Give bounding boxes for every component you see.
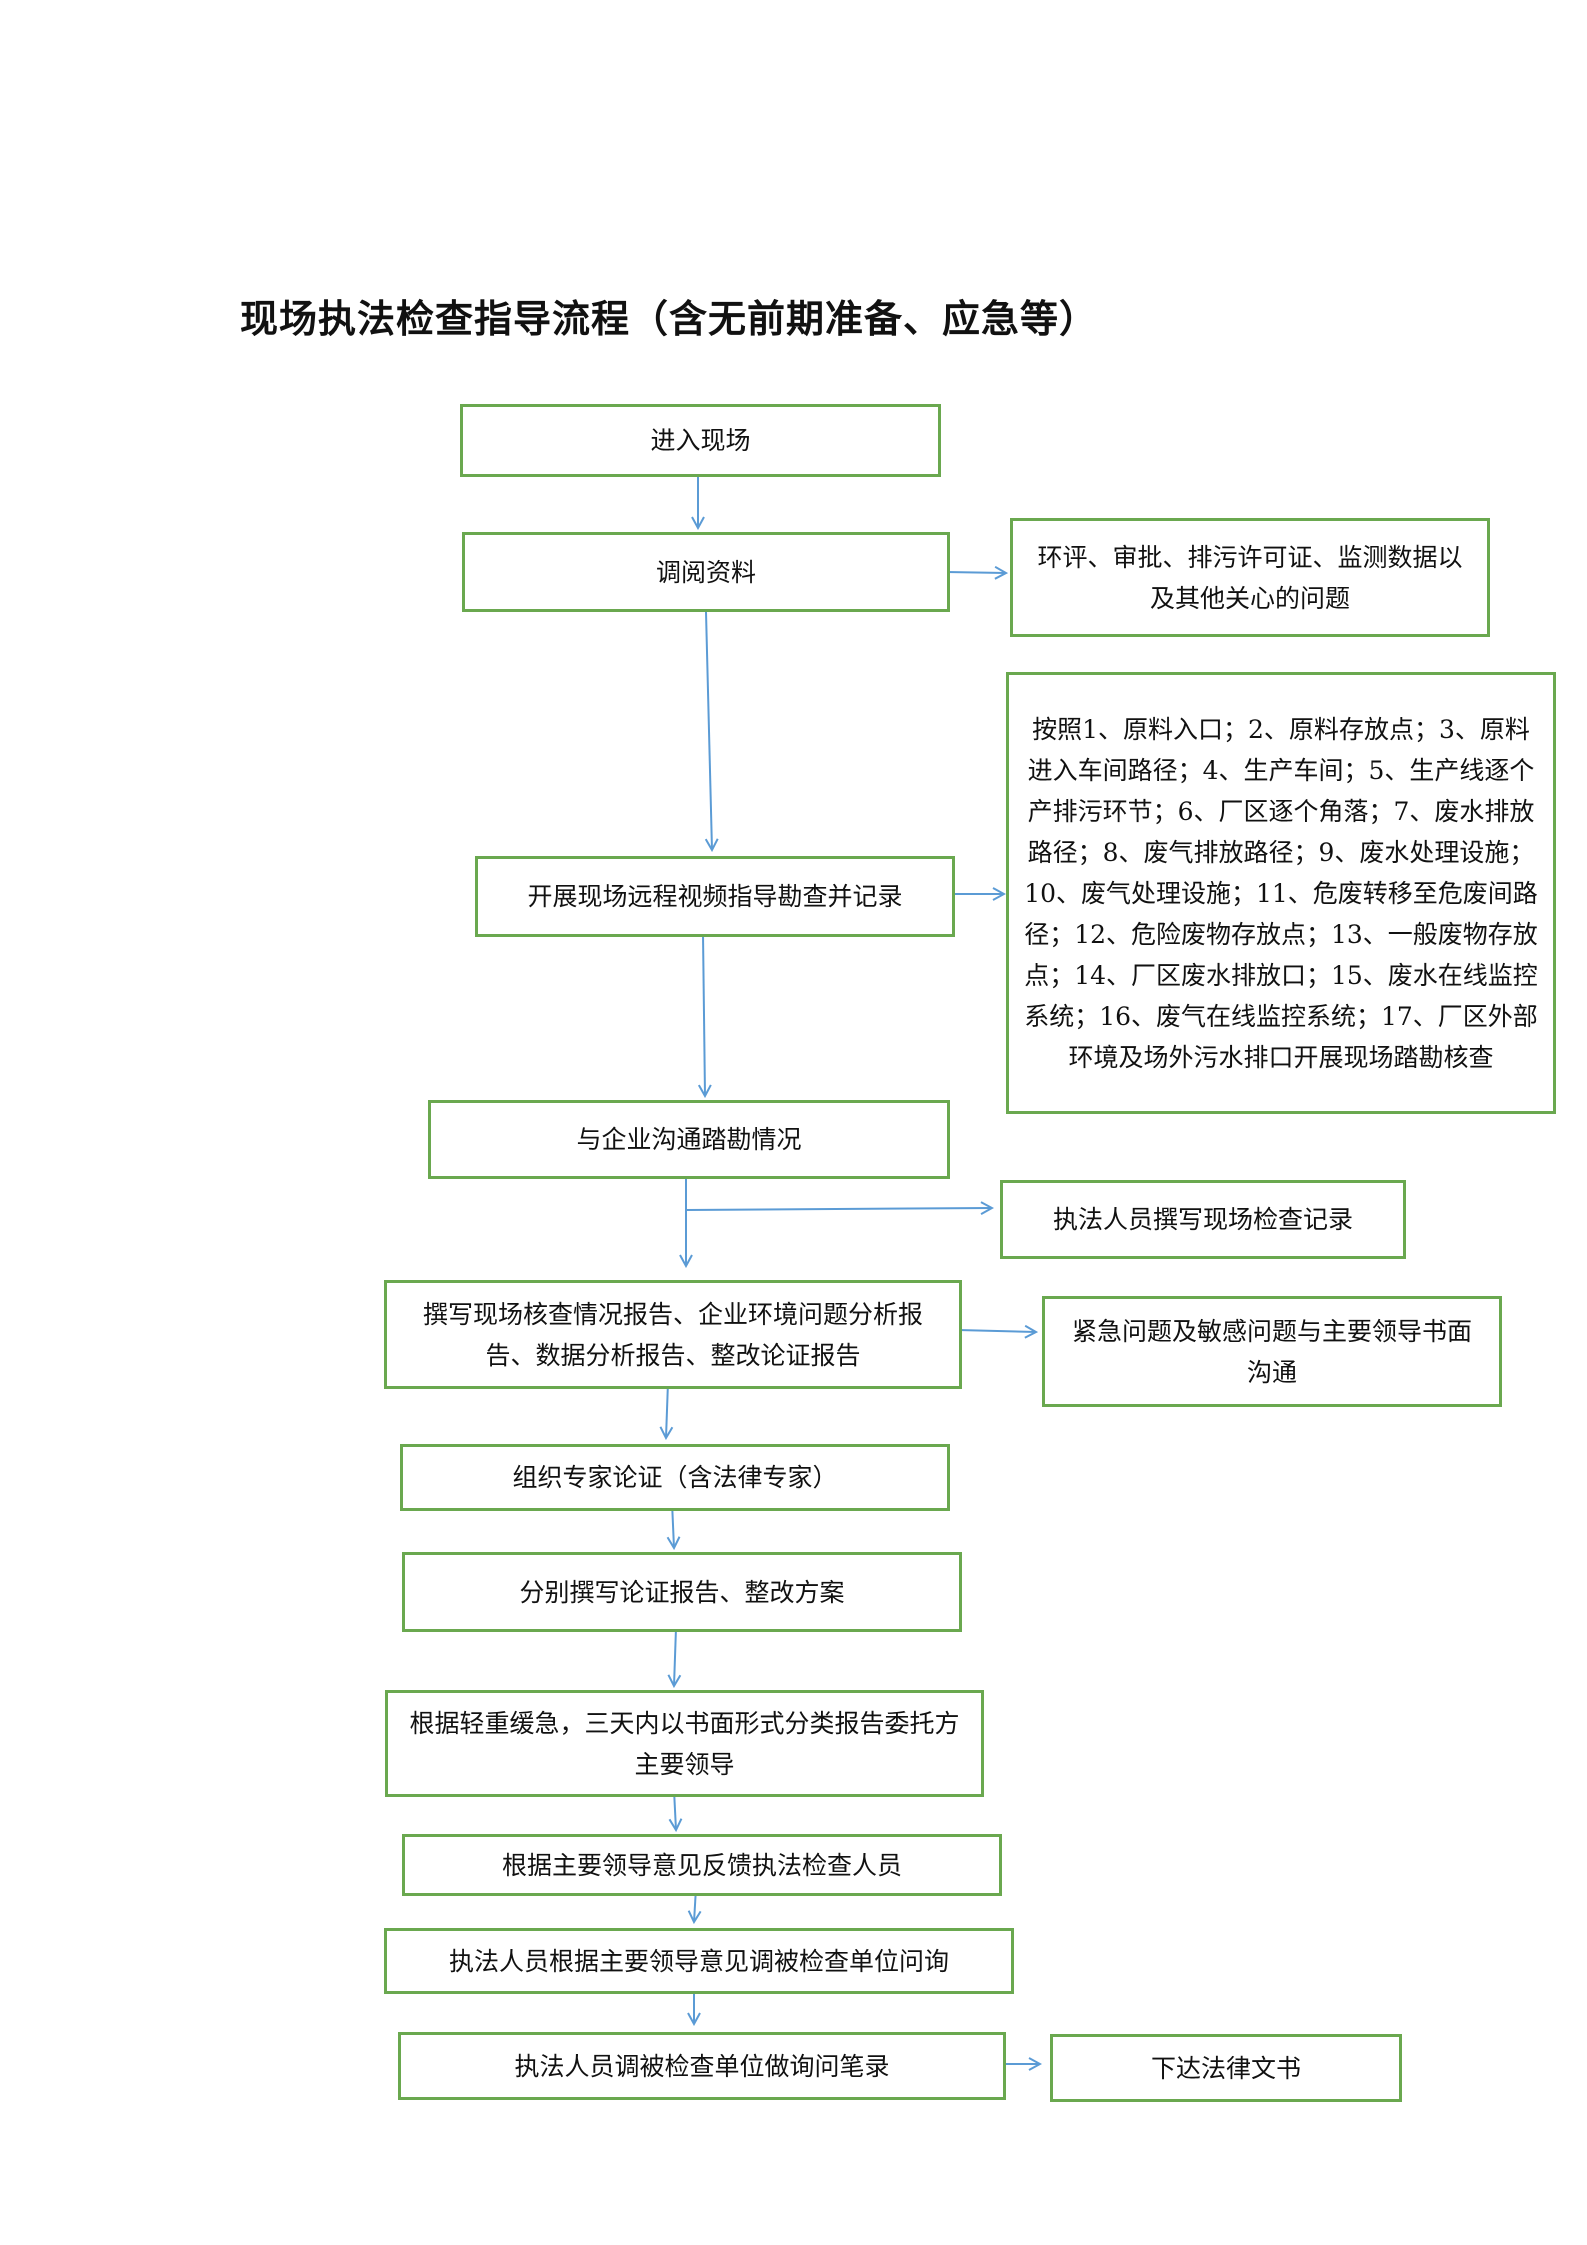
step-communicate-enterprise: 与企业沟通踏勘情况 xyxy=(428,1100,950,1179)
step-inquiry-record: 执法人员调被检查单位做询问笔录 xyxy=(398,2032,1006,2100)
step-write-inspection-record-label: 执法人员撰写现场检查记录 xyxy=(1052,1205,1353,1234)
step-summon-unit: 执法人员根据主要领导意见调被检查单位问询 xyxy=(384,1928,1014,1994)
step-write-inspection-record: 执法人员撰写现场检查记录 xyxy=(1000,1180,1406,1259)
step-inquiry-record-label: 执法人员调被检查单位做询问笔录 xyxy=(514,2051,890,2081)
step-legal-documents: 下达法律文书 xyxy=(1050,2034,1402,2102)
step-review-materials-label: 调阅资料 xyxy=(655,557,756,587)
step-expert-review-label: 组织专家论证（含法律专家） xyxy=(512,1463,838,1492)
step-remote-inspection: 开展现场远程视频指导勘查并记录 xyxy=(475,856,955,937)
step-feedback: 根据主要领导意见反馈执法检查人员 xyxy=(402,1834,1002,1896)
note-urgent-issues-label: 紧急问题及敏感问题与主要领导书面沟通 xyxy=(1071,1316,1472,1387)
step-feedback-label: 根据主要领导意见反馈执法检查人员 xyxy=(501,1850,902,1880)
note-inspection-points-label: 按照1、原料入口；2、原料存放点；3、原料进入车间路径；4、生产车间；5、生产线… xyxy=(1024,714,1538,1072)
step-write-plans-label: 分别撰写论证报告、整改方案 xyxy=(519,1577,845,1607)
step-write-reports: 撰写现场核查情况报告、企业环境问题分析报告、数据分析报告、整改论证报告 xyxy=(384,1280,962,1389)
note-urgent-issues: 紧急问题及敏感问题与主要领导书面沟通 xyxy=(1042,1296,1502,1407)
arrow-reports-to-expert xyxy=(666,1381,668,1438)
page-title: 现场执法检查指导流程（含无前期准备、应急等） xyxy=(240,296,1099,341)
step-write-plans: 分别撰写论证报告、整改方案 xyxy=(402,1552,962,1632)
step-enter-site-label: 进入现场 xyxy=(650,426,751,455)
step-summon-unit-label: 执法人员根据主要领导意见调被检查单位问询 xyxy=(448,1946,949,1976)
note-review-details: 环评、审批、排污许可证、监测数据以及其他关心的问题 xyxy=(1010,518,1490,637)
step-legal-documents-label: 下达法律文书 xyxy=(1150,2053,1301,2083)
arrow-remote-to-communicate xyxy=(703,933,705,1096)
note-inspection-points: 按照1、原料入口；2、原料存放点；3、原料进入车间路径；4、生产车间；5、生产线… xyxy=(1006,672,1556,1114)
arrow-review-to-remote xyxy=(706,611,712,850)
arrow-communicate-to-record xyxy=(685,1208,992,1210)
arrow-reports-to-urgent xyxy=(957,1330,1036,1332)
step-remote-inspection-label: 开展现场远程视频指导勘查并记录 xyxy=(527,882,903,911)
step-review-materials: 调阅资料 xyxy=(462,532,950,612)
note-review-details-label: 环评、审批、排污许可证、监测数据以及其他关心的问题 xyxy=(1037,542,1463,613)
step-expert-review: 组织专家论证（含法律专家） xyxy=(400,1444,950,1511)
arrow-plans-to-report xyxy=(674,1627,676,1686)
step-enter-site: 进入现场 xyxy=(460,404,941,477)
step-communicate-enterprise-label: 与企业沟通踏勘情况 xyxy=(576,1125,802,1154)
step-write-reports-label: 撰写现场核查情况报告、企业环境问题分析报告、数据分析报告、整改论证报告 xyxy=(422,1299,923,1370)
step-report-to-leaders-label: 根据轻重缓急，三天内以书面形式分类报告委托方主要领导 xyxy=(409,1708,960,1779)
step-report-to-leaders: 根据轻重缓急，三天内以书面形式分类报告委托方主要领导 xyxy=(385,1690,984,1797)
arrow-review-to-details xyxy=(945,572,1006,573)
